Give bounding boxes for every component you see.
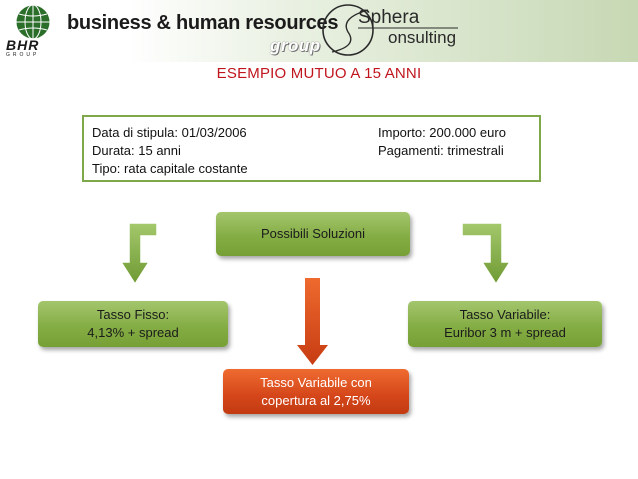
right-bent-arrow-icon xyxy=(461,222,512,286)
installment-type: Tipo: rata capitale costante xyxy=(92,161,248,176)
brand-title: business & human resources xyxy=(67,12,339,34)
node-possibili-soluzioni-label: Possibili Soluzioni xyxy=(260,226,366,241)
loan-amount: Importo: 200.000 euro xyxy=(378,125,506,140)
node-tasso-variabile-label: Tasso Variabile: Euribor 3 m + spread xyxy=(444,307,566,340)
stipula-date: Data di stipula: 01/03/2006 xyxy=(92,125,247,140)
partner-name-line-2: onsulting xyxy=(388,28,457,47)
brand-subtitle: group xyxy=(270,36,321,55)
node-tasso-variabile: Tasso Variabile: Euribor 3 m + spread xyxy=(408,301,602,347)
loan-duration: Durata: 15 anni xyxy=(92,143,181,158)
payment-frequency: Pagamenti: trimestrali xyxy=(378,143,504,158)
node-tasso-variabile-copertura: Tasso Variabile con copertura al 2,75% xyxy=(223,369,409,414)
loan-info-box: Data di stipula: 01/03/2006 Durata: 15 a… xyxy=(82,115,541,182)
partner-name-line-1: Sphera xyxy=(358,7,420,28)
node-tasso-variabile-copertura-label: Tasso Variabile con copertura al 2,75% xyxy=(260,374,372,408)
globe-logo-icon xyxy=(15,4,51,40)
bhr-logo-text: BHR xyxy=(6,37,40,53)
node-tasso-fisso: Tasso Fisso: 4,13% + spread xyxy=(38,301,228,347)
node-tasso-fisso-label: Tasso Fisso: 4,13% + spread xyxy=(87,307,179,340)
bhr-logo-subtext: GROUP xyxy=(6,52,40,58)
header-banner: BHR GROUP business & human resources gro… xyxy=(0,0,638,62)
page-title: ESEMPIO MUTUO A 15 ANNI xyxy=(216,65,422,82)
node-possibili-soluzioni: Possibili Soluzioni xyxy=(216,212,410,256)
sphera-consulting-logo-icon xyxy=(322,4,458,56)
left-bent-arrow-icon xyxy=(119,222,158,286)
center-down-arrow-icon xyxy=(297,278,328,365)
